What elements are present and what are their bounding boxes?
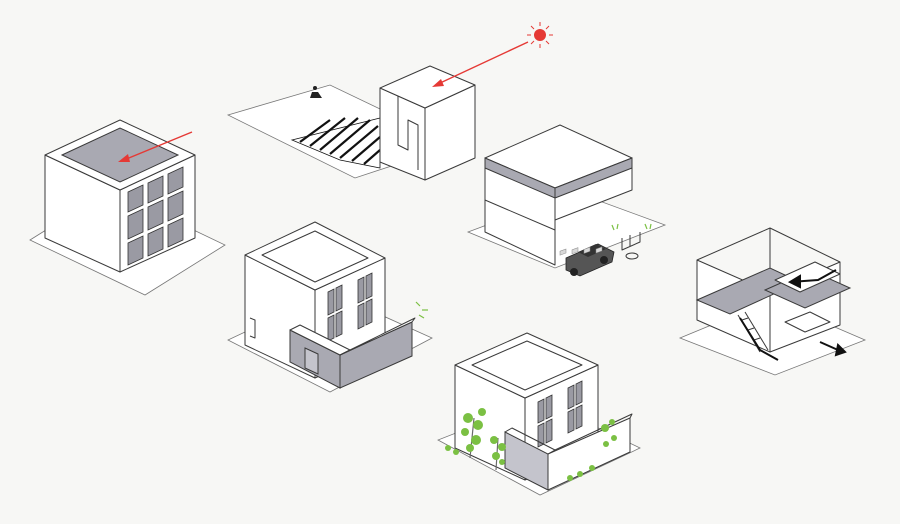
car-icon	[565, 243, 615, 277]
roof-inset	[261, 230, 369, 283]
window-grid	[327, 272, 373, 342]
wall-opening	[304, 347, 319, 375]
recess-line	[397, 96, 419, 170]
skylight-roof	[60, 127, 180, 183]
tall-volume-roof	[379, 65, 476, 109]
sparkle-icon	[611, 223, 652, 231]
module-privacy-wall	[227, 221, 433, 393]
module-garden-greenery	[437, 246, 641, 496]
person-icon	[310, 86, 322, 98]
sun-ray-arrow-icon	[432, 41, 529, 87]
tree-icon	[461, 408, 486, 459]
upper-slab	[774, 261, 841, 293]
floor-line	[484, 199, 556, 231]
module-ground-parking	[466, 124, 667, 277]
module-stair-void	[678, 227, 867, 376]
window-grid	[127, 166, 184, 266]
module-roof-light	[29, 119, 226, 296]
tree-icon	[490, 436, 506, 471]
window-grid	[537, 380, 583, 448]
module-courtyard-shadow	[226, 22, 553, 181]
shrub-icon	[445, 419, 617, 481]
stair-arrow-icon	[739, 269, 847, 361]
roof-band-right	[554, 157, 633, 199]
shadow-hatch	[290, 117, 381, 169]
sunlight-arrow-icon	[118, 131, 193, 162]
door	[249, 317, 256, 339]
sparkle-icon	[415, 301, 428, 319]
paving	[559, 246, 603, 256]
roof-inset	[471, 340, 583, 391]
sun-icon	[527, 22, 553, 48]
desk	[784, 311, 831, 333]
bike-rack-icon	[621, 232, 641, 260]
